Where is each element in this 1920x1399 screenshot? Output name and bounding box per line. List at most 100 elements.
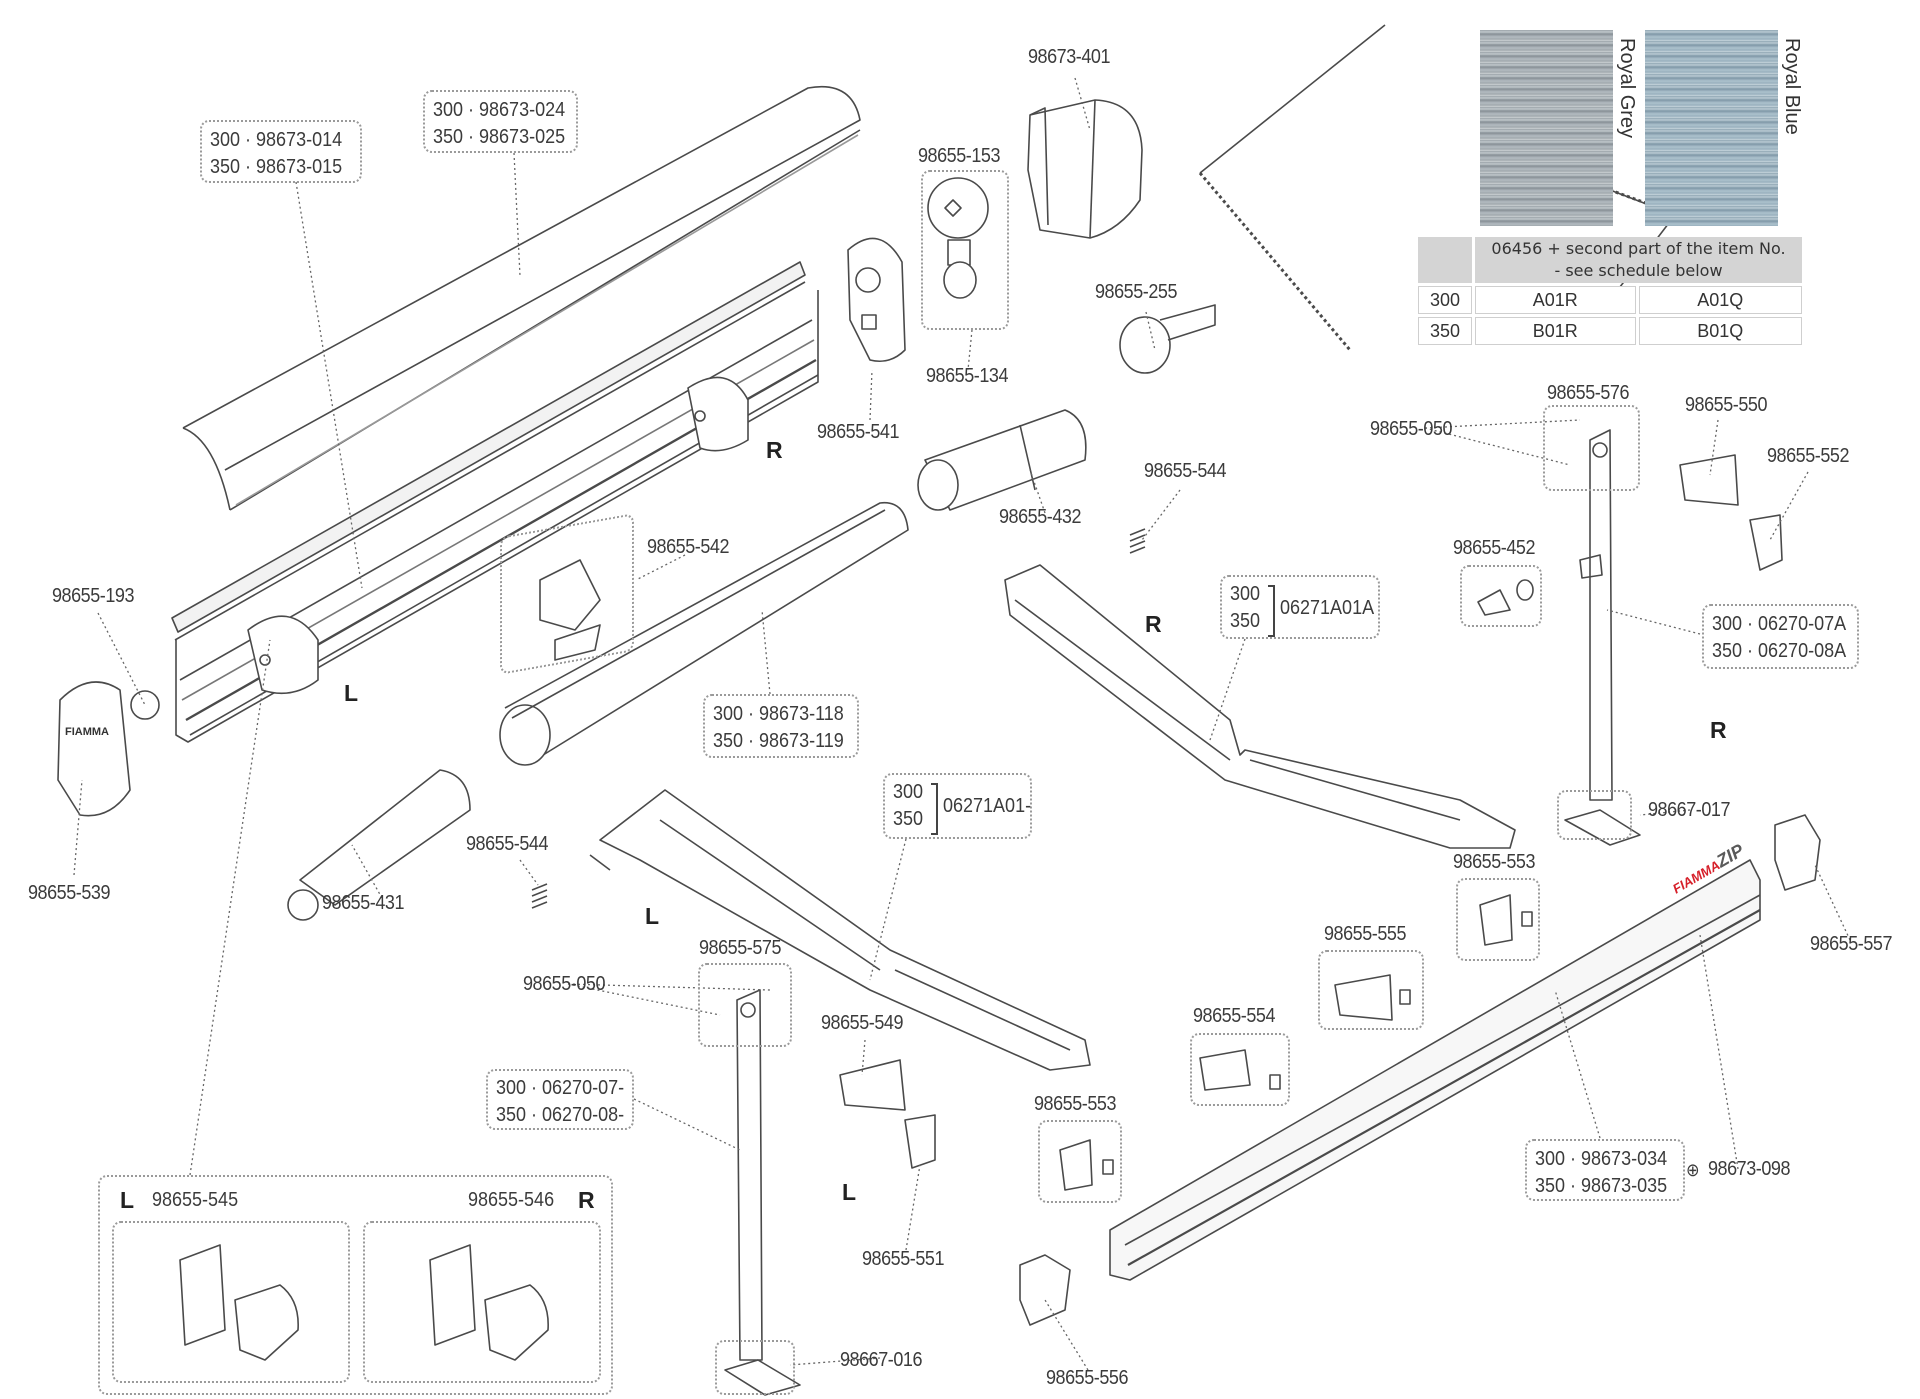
lead-bar-label-box: 300 · 98673-034 350 · 98673-035 — [1525, 1139, 1685, 1201]
lead-bar-part — [1109, 859, 1761, 1281]
size-bracket — [931, 783, 938, 835]
schedule-row: 300 A01R A01Q — [1418, 286, 1802, 314]
front-cover-300-label: 300 · 98673-024 — [433, 99, 566, 121]
roller-tube-300-label: 300 · 98673-118 — [713, 703, 844, 725]
left-leg-300-label: 300 · 06270-07- — [496, 1077, 625, 1099]
side-marker-right: R — [1145, 611, 1162, 637]
side-marker-right: R — [766, 437, 783, 463]
side-marker-right: R — [1710, 717, 1727, 743]
part-label-98655-551: 98655-551 — [862, 1248, 945, 1270]
schedule-header-row: 06456 + second part of the item No. - se… — [1418, 237, 1802, 283]
part-label-98673-401: 98673-401 — [1028, 46, 1111, 68]
schedule-blue-code: A01Q — [1638, 286, 1802, 314]
right-housing-part — [1027, 99, 1143, 239]
case-profile-part — [171, 261, 819, 743]
part-label-98667-016: 98667-016 — [840, 1349, 923, 1371]
fabric-swatch-royal-grey — [1480, 30, 1613, 226]
right-end-bracket-part — [847, 237, 906, 363]
part-label-98655-539: 98655-539 — [28, 882, 111, 904]
clip-555-box — [1318, 950, 1424, 1030]
right-leg-300-label: 300 · 06270-07A — [1712, 613, 1847, 635]
right-arm-label-box: 300 350 06271A01A — [1220, 575, 1380, 639]
part-label-98655-193: 98655-193 — [52, 585, 135, 607]
left-arm-part — [589, 789, 1091, 1071]
schedule-blue-code: B01Q — [1638, 317, 1802, 345]
right-leg-top-box — [1543, 405, 1640, 491]
schedule-grey-code: B01R — [1475, 317, 1636, 345]
clip-553-upper-box — [1456, 878, 1540, 961]
right-leg-part — [1564, 429, 1641, 846]
part-label-98655-549: 98655-549 — [821, 1012, 904, 1034]
kit-right-marker: R — [578, 1187, 595, 1213]
kit-left-marker: L — [120, 1187, 135, 1213]
kit-right-panel — [363, 1221, 601, 1383]
part-label-98655-554: 98655-554 — [1193, 1005, 1276, 1027]
part-label-98655-544-lower: 98655-544 — [466, 833, 549, 855]
roller-tube-label-box: 300 · 98673-118 350 · 98673-119 — [703, 694, 859, 758]
side-marker-left: L — [645, 903, 660, 929]
part-label-98655-556: 98655-556 — [1046, 1367, 1129, 1389]
knob-screw-box — [1460, 565, 1542, 627]
right-arm-part — [1004, 564, 1516, 849]
part-label-98655-553-lower: 98655-553 — [1034, 1093, 1117, 1115]
front-cover-label-box: 300 · 98673-024 350 · 98673-025 — [423, 90, 578, 153]
front-cover-350-label: 350 · 98673-025 — [433, 126, 566, 148]
part-label-98655-255: 98655-255 — [1095, 281, 1178, 303]
schedule-header-line2: - see schedule below — [1554, 261, 1723, 280]
part-label-98655-050-lower: 98655-050 — [523, 973, 606, 995]
end-plate-kit-box: L 98655-545 98655-546 R — [98, 1175, 613, 1395]
part-label-98655-050: 98655-050 — [1370, 418, 1453, 440]
spring-part — [531, 528, 1146, 909]
part-label-98655-553-upper: 98655-553 — [1453, 851, 1536, 873]
svg-text:FIAMMA: FIAMMA — [65, 726, 109, 738]
kit-right-part-number: 98655-546 — [468, 1189, 555, 1211]
spring-adapter-part — [1119, 304, 1216, 374]
schedule-size-cell: 300 — [1418, 286, 1472, 314]
roller-adapter-right-part — [917, 409, 1087, 511]
kit-parts-drawing — [179, 1244, 549, 1361]
part-label-98655-431: 98655-431 — [322, 892, 405, 914]
part-label-98655-557: 98655-557 — [1810, 933, 1893, 955]
left-leg-350-label: 350 · 06270-08- — [496, 1104, 625, 1126]
right-arm-code: 06271A01A — [1280, 597, 1375, 619]
side-marker-left: L — [842, 1179, 857, 1205]
left-leg-part — [724, 989, 801, 1396]
slider-box — [500, 513, 634, 675]
part-label-98655-575: 98655-575 — [699, 937, 782, 959]
lead-bar-end-parts — [1019, 814, 1821, 1326]
schedule-header-cell: 06456 + second part of the item No. - se… — [1475, 237, 1802, 283]
drive-knob-box — [921, 170, 1009, 330]
left-leg-top-box — [698, 963, 792, 1047]
left-foot-box — [715, 1340, 795, 1395]
lead-rail-label-box: 300 · 98673-014 350 · 98673-015 — [200, 120, 362, 183]
part-label-98655-452: 98655-452 — [1453, 537, 1536, 559]
clip-parts — [1059, 894, 1533, 1191]
fabric-schedule-table: 06456 + second part of the item No. - se… — [1415, 234, 1805, 348]
schedule-grey-code: A01R — [1475, 286, 1636, 314]
roller-tube-part — [499, 501, 909, 766]
fabric-swatch-royal-blue — [1645, 30, 1778, 226]
size-bracket — [1268, 585, 1275, 637]
roller-adapter-left-part — [287, 769, 471, 921]
knob-screw-part — [1477, 579, 1534, 616]
schedule-size-cell: 350 — [1418, 317, 1472, 345]
clip-553-lower-box — [1038, 1120, 1122, 1203]
lead-rail-350-label: 350 · 98673-015 — [210, 156, 343, 178]
lead-bar-300-label: 300 · 98673-034 — [1535, 1148, 1668, 1170]
clip-554-box — [1190, 1033, 1290, 1106]
right-leg-350-label: 350 · 06270-08A — [1712, 640, 1847, 662]
part-label-98673-098: 98673-098 — [1708, 1158, 1791, 1180]
part-label-98655-542: 98655-542 — [647, 536, 730, 558]
front-cover-part — [182, 86, 861, 511]
side-marker-left: L — [344, 680, 359, 706]
leader-lines — [73, 77, 1851, 1371]
part-label-98655-550: 98655-550 — [1685, 394, 1768, 416]
swatch-label-royal-grey: Royal Grey — [1616, 38, 1638, 139]
schedule-header-line1: 06456 + second part of the item No. — [1491, 239, 1786, 258]
lead-bar-350-label: 350 · 98673-035 — [1535, 1175, 1668, 1197]
right-foot-box — [1557, 790, 1632, 840]
swatch-label-royal-blue: Royal Blue — [1781, 38, 1803, 135]
left-arm-code: 06271A01- — [943, 795, 1032, 817]
part-label-98655-552: 98655-552 — [1767, 445, 1850, 467]
